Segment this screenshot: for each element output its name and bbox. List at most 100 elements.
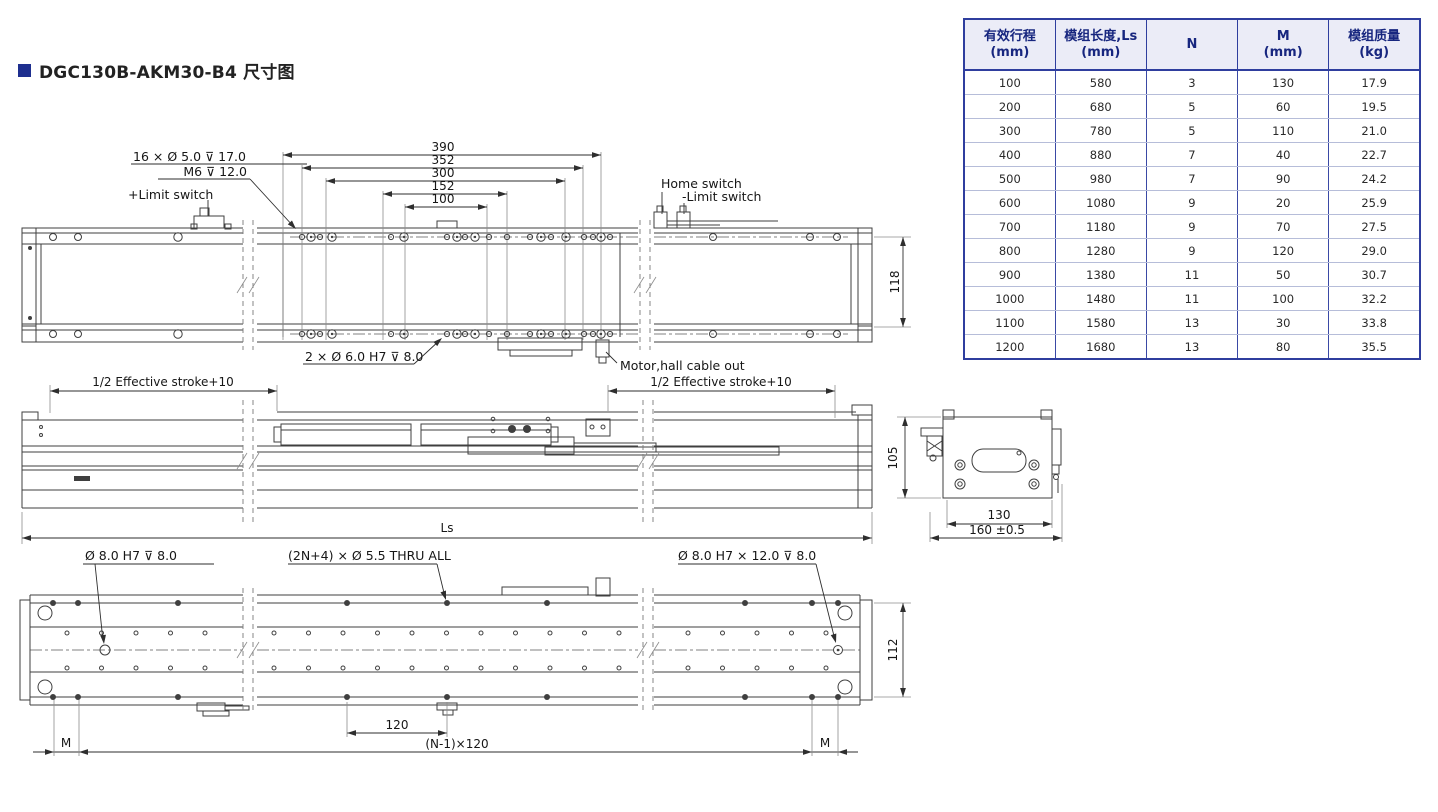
drawing-shape <box>473 332 477 336</box>
dim-118-label: 118 <box>888 271 902 294</box>
drawing-shape <box>789 665 794 671</box>
drawing-shape <box>806 330 814 338</box>
drawing-shape <box>94 563 104 642</box>
drawing-shape <box>942 409 955 420</box>
drawing-shape <box>648 452 660 470</box>
table-cell: 40 <box>1237 142 1329 167</box>
drawing-shape <box>478 204 487 210</box>
table-cell: 110 <box>1237 118 1329 143</box>
bottom-plate-view <box>19 563 911 756</box>
half-stroke-right-label: 1/2 Effective stroke+10 <box>650 375 792 389</box>
drawing-shape <box>564 235 568 239</box>
drawing-shape <box>224 223 232 230</box>
drawing-shape <box>21 411 39 421</box>
drawing-shape <box>50 694 56 700</box>
drawing-shape <box>196 702 226 712</box>
drawing-shape <box>833 330 841 338</box>
drawing-shape <box>375 630 380 636</box>
table-cell: 120 <box>1237 238 1329 263</box>
drawing-shape <box>39 433 43 437</box>
table-cell: 17.9 <box>1328 70 1420 95</box>
table-cell: 80 <box>1237 334 1329 359</box>
drawing-shape <box>490 416 496 422</box>
drawing-shape <box>863 535 872 541</box>
table-cell: 13 <box>1145 334 1238 359</box>
dim-m-left-label: M <box>61 736 71 750</box>
drawing-shape <box>616 630 622 636</box>
drawing-shape <box>742 694 748 700</box>
drawing-shape <box>478 630 484 636</box>
table-cell: 9 <box>1145 190 1238 215</box>
drawing-shape <box>168 630 173 636</box>
drawing-shape <box>957 462 963 468</box>
drawing-shape <box>653 211 668 229</box>
drawing-shape <box>326 178 335 184</box>
drawing-shape <box>900 603 906 612</box>
drawing-shape <box>536 232 546 242</box>
drawing-shape <box>438 730 447 736</box>
dowel-left-note: Ø 8.0 H7 ⊽ 8.0 <box>85 548 177 563</box>
drawing-shape <box>387 233 395 241</box>
drawing-shape <box>830 633 837 643</box>
drawing-shape <box>99 630 104 636</box>
table-cell: 90 <box>1237 166 1329 191</box>
dim-390-label: 390 <box>432 140 455 154</box>
drawing-shape <box>685 665 691 671</box>
table-cell: 22.7 <box>1328 142 1420 167</box>
drawing-shape <box>306 329 316 339</box>
drawing-shape <box>173 232 183 242</box>
drawing-shape <box>926 440 943 452</box>
drawing-shape <box>330 332 334 336</box>
drawing-shape <box>444 600 450 606</box>
table-cell: 580 <box>1054 70 1147 95</box>
drawing-shape <box>327 329 337 339</box>
drawing-shape <box>926 435 943 457</box>
drawing-shape <box>851 404 873 416</box>
drawing-shape <box>283 152 292 158</box>
drawing-shape <box>835 694 841 700</box>
drawing-shape <box>49 233 57 241</box>
drawing-shape <box>544 694 550 700</box>
table-cell: 9 <box>1145 214 1238 239</box>
drawing-shape <box>509 349 573 357</box>
drawing-shape <box>1031 481 1037 487</box>
drawing-shape <box>399 232 409 242</box>
drawing-shape <box>387 330 395 338</box>
drawing-shape <box>202 665 208 671</box>
spec-column-header: 模组质量(kg) <box>1328 19 1420 71</box>
drawing-shape <box>754 630 760 636</box>
drawing-shape <box>193 215 225 229</box>
drawing-shape <box>21 325 37 343</box>
drawing-shape <box>433 338 442 347</box>
drawing-shape <box>838 749 847 755</box>
drawing-shape <box>929 454 937 462</box>
drawing-shape <box>930 535 939 541</box>
drawing-shape <box>547 630 553 636</box>
drawing-shape <box>544 600 550 606</box>
drawing-shape <box>99 644 111 656</box>
drawing-shape <box>306 665 311 671</box>
drawing-shape <box>600 424 606 430</box>
drawing-shape <box>298 233 306 241</box>
drawing-shape <box>547 665 553 671</box>
drawing-shape <box>550 426 559 443</box>
top-plan-view <box>21 152 911 365</box>
drawing-shape <box>599 235 603 239</box>
drawing-shape <box>823 665 829 671</box>
drawing-shape <box>399 329 409 339</box>
table-cell: 7 <box>1145 142 1238 167</box>
table-cell: 25.9 <box>1328 190 1420 215</box>
drawing-shape <box>340 665 346 671</box>
drawing-shape <box>561 232 571 242</box>
drawing-shape <box>79 749 88 755</box>
drawing-shape <box>236 452 248 470</box>
drawing-shape <box>523 425 531 433</box>
table-cell: 680 <box>1054 94 1147 119</box>
drawing-shape <box>545 416 551 422</box>
drawing-shape <box>1031 462 1037 468</box>
